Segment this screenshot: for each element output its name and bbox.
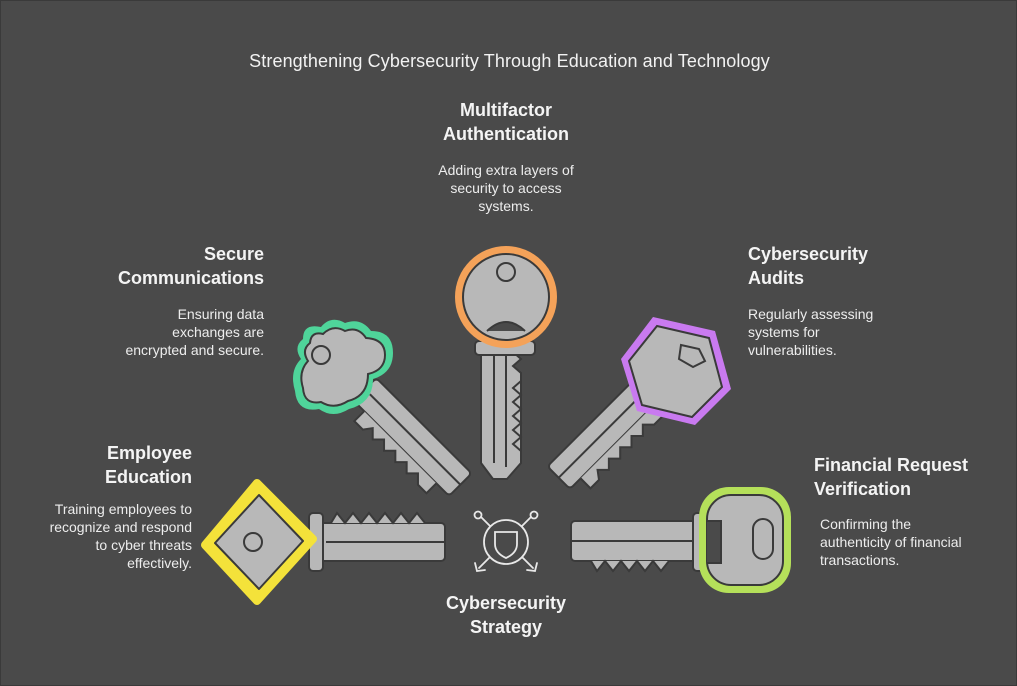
- mfa-heading-line2: Authentication: [443, 124, 569, 144]
- mfa-heading-line1: Multifactor: [460, 100, 552, 120]
- secure-comms-heading: Secure Communications: [64, 242, 264, 290]
- financial-heading-line1: Financial Request: [814, 455, 969, 475]
- financial-description: Confirming the authenticity of financial…: [820, 515, 1010, 569]
- rounded-square-key-icon: [570, 487, 791, 593]
- audits-description: Regularly assessing systems for vulnerab…: [748, 305, 948, 359]
- mfa-desc-line3: systems.: [478, 198, 534, 214]
- page-title: Strengthening Cybersecurity Through Educ…: [249, 51, 770, 71]
- hexagon-key-icon: [548, 317, 731, 490]
- financial-desc-line1: Confirming the: [820, 516, 912, 532]
- financial-desc-line2: authenticity of financial: [820, 534, 962, 550]
- shield-network-icon: [473, 510, 539, 572]
- cloud-key-icon: [293, 319, 472, 496]
- diamond-key-icon: [201, 479, 446, 605]
- center-label-line2: Strategy: [469, 617, 543, 637]
- audits-heading-line1: Cybersecurity: [748, 244, 869, 264]
- education-heading-line2: Education: [104, 467, 192, 487]
- secure-comms-heading-line1: Secure: [203, 244, 264, 264]
- mfa-heading: Multifactor Authentication: [406, 98, 606, 146]
- education-heading-line1: Employee: [106, 443, 192, 463]
- audits-desc-line2: systems for: [748, 324, 820, 340]
- mfa-desc-line2: security to access: [450, 180, 562, 196]
- mfa-desc-line1: Adding extra layers of: [438, 162, 574, 178]
- education-desc-line1: Training employees to: [54, 501, 192, 517]
- financial-heading: Financial Request Verification: [814, 453, 1014, 501]
- audits-heading: Cybersecurity Audits: [748, 242, 948, 290]
- education-desc-line2: recognize and respond: [49, 519, 192, 535]
- audits-heading-line2: Audits: [748, 268, 804, 288]
- audits-desc-line1: Regularly assessing: [748, 306, 874, 322]
- secure-comms-desc-line3: encrypted and secure.: [125, 342, 264, 358]
- round-key-icon: [455, 246, 557, 480]
- center-label: Cybersecurity Strategy: [406, 591, 606, 639]
- financial-desc-line3: transactions.: [820, 552, 900, 568]
- mfa-description: Adding extra layers of security to acces…: [406, 161, 606, 215]
- secure-comms-description: Ensuring data exchanges are encrypted an…: [64, 305, 264, 359]
- secure-comms-heading-line2: Communications: [117, 268, 264, 288]
- secure-comms-desc-line1: Ensuring data: [177, 306, 264, 322]
- education-description: Training employees to recognize and resp…: [1, 500, 192, 572]
- secure-comms-desc-line2: exchanges are: [172, 324, 264, 340]
- audits-desc-line3: vulnerabilities.: [748, 342, 837, 358]
- center-label-line1: Cybersecurity: [445, 593, 567, 613]
- education-heading: Employee Education: [1, 441, 192, 489]
- education-desc-line3: to cyber threats: [95, 537, 193, 553]
- financial-heading-line2: Verification: [814, 479, 912, 499]
- education-desc-line4: effectively.: [127, 555, 192, 571]
